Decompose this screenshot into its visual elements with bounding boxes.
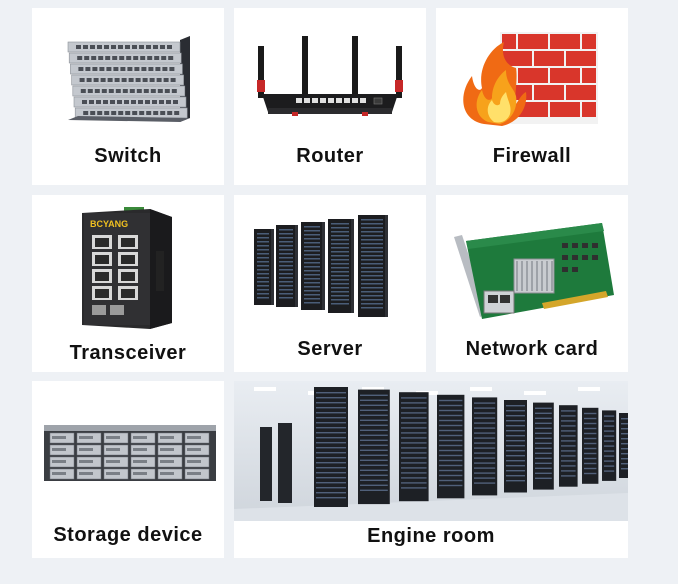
engine-room-photo xyxy=(234,381,628,521)
card-label-transceiver: Transceiver xyxy=(69,342,187,364)
card-engine-room[interactable]: Engine room xyxy=(234,381,628,558)
card-label-switch: Switch xyxy=(94,145,162,167)
card-switch[interactable]: Switch xyxy=(32,8,224,185)
router-icon xyxy=(257,36,403,116)
card-label-server: Server xyxy=(297,338,363,360)
card-network-card[interactable]: Network card xyxy=(436,195,628,372)
card-label-network-card: Network card xyxy=(465,338,599,360)
card-label-router: Router xyxy=(296,145,364,167)
network-card-icon xyxy=(454,223,614,319)
card-label-engine-room: Engine room xyxy=(367,525,495,547)
card-label-firewall: Firewall xyxy=(492,145,572,167)
card-firewall[interactable]: Firewall xyxy=(436,8,628,185)
card-server[interactable]: Server xyxy=(234,195,426,372)
server-rack-icon xyxy=(254,215,388,317)
firewall-icon xyxy=(463,32,598,126)
card-label-storage-device: Storage device xyxy=(53,524,203,546)
card-router[interactable]: Router xyxy=(234,8,426,185)
card-storage-device[interactable]: Storage device xyxy=(32,381,224,558)
storage-device-icon xyxy=(44,425,216,481)
transceiver-icon: BCYANG xyxy=(82,207,172,329)
transceiver-brand: BCYANG xyxy=(90,219,128,229)
card-transceiver[interactable]: BCYANG Transceiver xyxy=(32,195,224,372)
network-switch-icon xyxy=(67,36,190,122)
